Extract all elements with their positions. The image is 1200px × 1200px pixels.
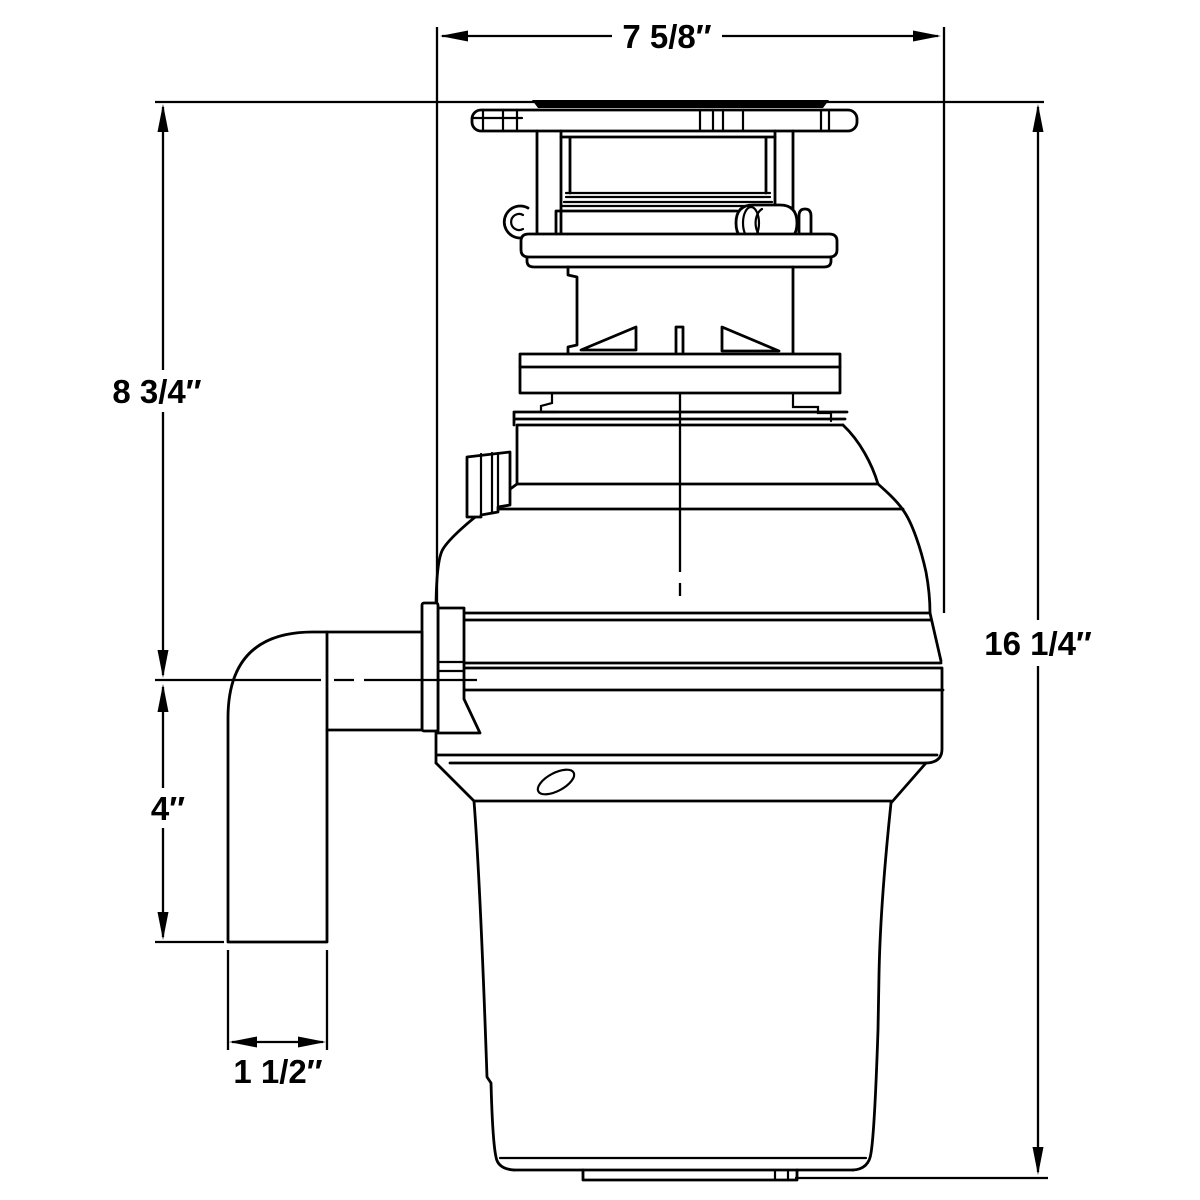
arrow-left-icon bbox=[440, 30, 468, 42]
ribbed-connector bbox=[465, 450, 512, 519]
ribbed-connector-lines bbox=[479, 451, 500, 517]
base-plate-ticks bbox=[773, 1168, 790, 1182]
arrow-up-icon bbox=[157, 104, 169, 132]
arrow-left-icon bbox=[229, 1036, 257, 1048]
lower-mounting-ring bbox=[519, 232, 839, 259]
body-upper-right bbox=[841, 423, 880, 486]
band-bracket-left bbox=[539, 391, 560, 414]
dimension-label-discharge-drop: 4″ bbox=[151, 790, 185, 827]
baffle-triangle-left bbox=[579, 325, 638, 352]
elbow-flange-plate bbox=[420, 601, 440, 733]
mounting-tab-right bbox=[797, 207, 813, 236]
shoulder-right bbox=[889, 761, 928, 805]
arrow-down-icon bbox=[157, 650, 169, 678]
mounting-post-left bbox=[535, 129, 563, 236]
arrow-up-icon bbox=[1032, 104, 1044, 132]
canister-left-edge bbox=[472, 799, 516, 1172]
dimension-label-outlet-width: 1 1/2″ bbox=[233, 1053, 322, 1090]
splash-guard-cap bbox=[532, 100, 829, 108]
mounting-ring-lip bbox=[525, 255, 833, 269]
band-bracket-right bbox=[791, 391, 833, 423]
arrow-up-icon bbox=[157, 684, 169, 712]
centerlines bbox=[155, 393, 682, 682]
flange-detail-lines bbox=[470, 108, 831, 133]
neck-left-edge bbox=[566, 265, 579, 356]
dimension-label-total-height: 16 1/4″ bbox=[984, 625, 1092, 662]
gasket-stack bbox=[560, 191, 776, 208]
wide-band bbox=[434, 611, 945, 765]
arrow-down-icon bbox=[157, 912, 169, 940]
baffle-center-post bbox=[674, 325, 685, 354]
support-band bbox=[518, 352, 842, 395]
disposal-outline bbox=[226, 100, 945, 1182]
dimension-label-upper-height: 8 3/4″ bbox=[112, 373, 201, 410]
shoulder-oval-detail bbox=[536, 768, 576, 796]
body-mid-right bbox=[876, 482, 905, 512]
mounting-bar bbox=[554, 209, 739, 236]
body-lower-right bbox=[901, 508, 932, 615]
body-lower-left bbox=[434, 507, 488, 615]
sink-flange bbox=[470, 108, 859, 133]
dimension-annotations bbox=[155, 27, 1048, 1180]
elbow-tube bbox=[226, 630, 424, 944]
arrow-right-icon bbox=[913, 30, 941, 42]
dimension-label-width: 7 5/8″ bbox=[622, 18, 711, 55]
canister-right-edge bbox=[851, 801, 893, 1172]
baffle-triangle-right bbox=[720, 325, 781, 353]
arrow-down-icon bbox=[1032, 1147, 1044, 1175]
arrow-right-icon bbox=[298, 1036, 326, 1048]
mounting-sleeve bbox=[559, 135, 777, 195]
hook-clip-inner bbox=[510, 212, 525, 232]
base-plate bbox=[581, 1168, 799, 1182]
elbow-hub-lines bbox=[436, 660, 466, 673]
shoulder-left bbox=[434, 761, 476, 803]
